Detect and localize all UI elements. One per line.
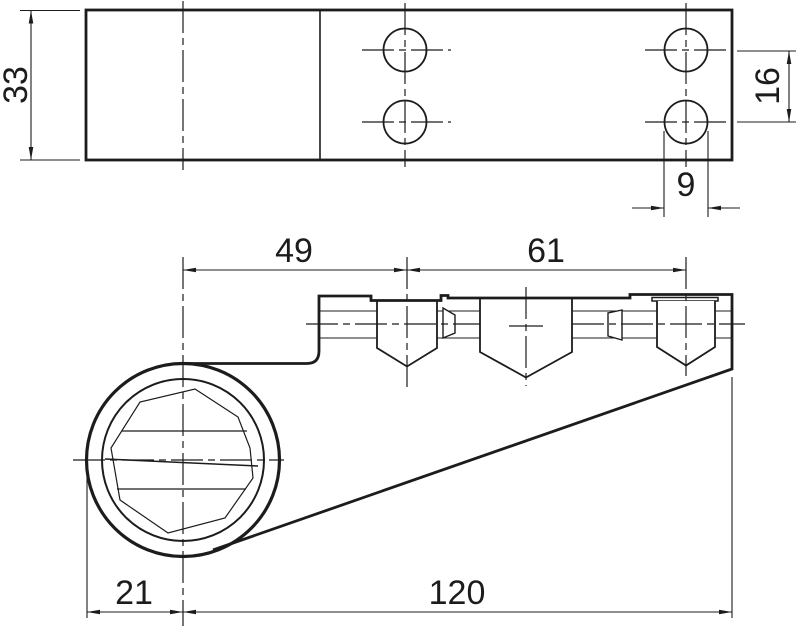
plate-outline xyxy=(84,8,734,162)
dimension-9-label: 9 xyxy=(677,166,696,204)
detent-pin-left xyxy=(442,306,456,340)
dimension-49-61: 49 61 xyxy=(183,232,686,273)
arm-outline xyxy=(186,293,734,552)
dimension-33-label: 33 xyxy=(0,66,35,104)
screw-3-flange xyxy=(651,296,719,302)
detent-pin-right xyxy=(607,309,623,341)
dimension-49-label: 49 xyxy=(275,232,313,270)
dimension-16-label: 16 xyxy=(749,67,787,105)
dimension-9: 9 xyxy=(632,131,740,217)
spindle-hex-broach xyxy=(110,388,254,534)
dimension-33: 33 xyxy=(0,9,80,161)
dimensions: 33 16 9 49 61 xyxy=(0,9,796,618)
dimension-21-label: 21 xyxy=(115,574,153,612)
dimension-120-label: 120 xyxy=(429,574,486,612)
dimension-61-label: 61 xyxy=(527,232,565,270)
top-view xyxy=(84,1,734,170)
dimension-21-120: 21 120 xyxy=(86,377,733,618)
dimension-16: 16 xyxy=(737,50,796,123)
front-view xyxy=(73,257,745,626)
